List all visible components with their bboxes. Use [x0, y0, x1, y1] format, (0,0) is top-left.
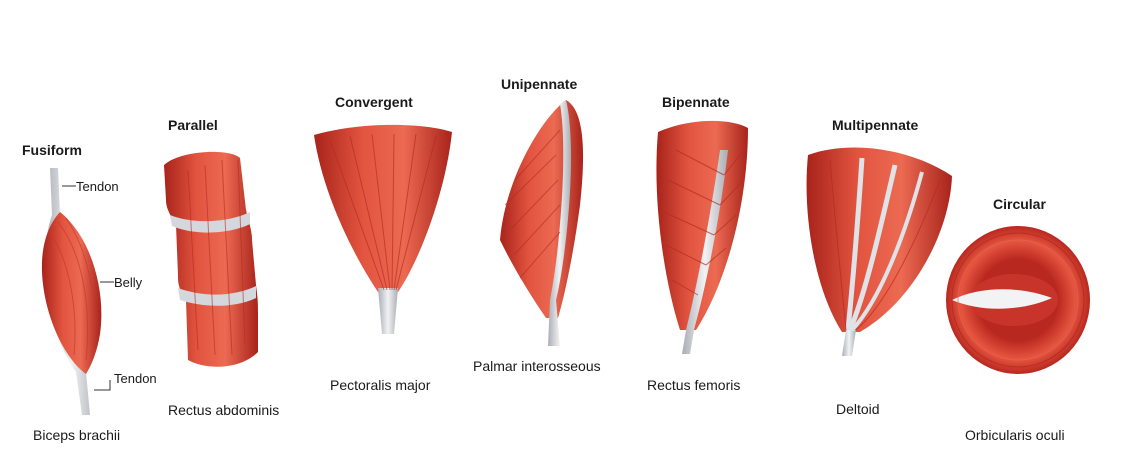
belly-label: Belly — [114, 275, 143, 290]
fusiform-muscle-drawing — [41, 168, 114, 415]
circular-title: Circular — [993, 196, 1046, 212]
circular-muscle-drawing — [946, 226, 1090, 374]
biceps-brachii-label: Biceps brachii — [33, 427, 121, 443]
orbicularis-oculi-label: Orbicularis oculi — [965, 427, 1065, 443]
multipennate-title: Multipennate — [832, 117, 919, 133]
parallel-title: Parallel — [168, 117, 218, 133]
palmar-interosseous-label: Palmar interosseous — [473, 358, 601, 374]
bipennate-title: Bipennate — [662, 94, 730, 110]
tendon-bottom-label: Tendon — [114, 371, 157, 386]
bipennate-muscle-drawing — [656, 120, 748, 354]
rectus-abdominis-label: Rectus abdominis — [168, 402, 280, 418]
parallel-muscle-drawing — [164, 151, 258, 367]
convergent-title: Convergent — [335, 94, 413, 110]
fusiform-title: Fusiform — [22, 142, 82, 158]
multipennate-muscle-drawing — [806, 147, 952, 356]
unipennate-title: Unipennate — [501, 76, 578, 92]
convergent-muscle-drawing — [314, 124, 452, 334]
unipennate-muscle-drawing — [500, 100, 584, 346]
tendon-top-label: Tendon — [76, 179, 119, 194]
pectoralis-major-label: Pectoralis major — [330, 377, 431, 393]
rectus-femoris-label: Rectus femoris — [647, 377, 741, 393]
deltoid-label: Deltoid — [836, 401, 880, 417]
